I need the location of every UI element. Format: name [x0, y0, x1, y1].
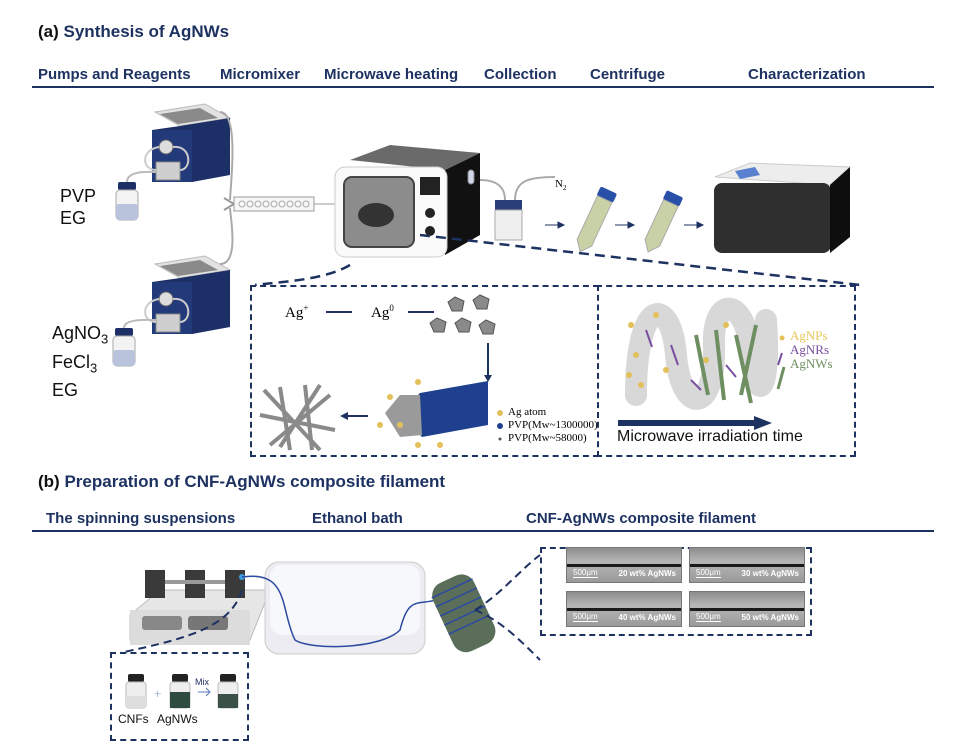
ag-atom-label: Ag0	[371, 303, 394, 321]
arrow-atom-to-seed	[408, 311, 434, 313]
micrograph-30wt: 500μm 30 wt% AgNWs	[689, 547, 805, 583]
suspension-bottles: +	[125, 674, 239, 709]
zoom-connectors	[254, 233, 861, 287]
mechanism-panel	[250, 285, 599, 457]
peristaltic-pump-top	[144, 103, 232, 182]
flow-arrows	[545, 221, 705, 229]
agnw-bottle	[169, 674, 191, 709]
reagent-agno3: AgNO	[52, 323, 102, 343]
filament-path	[241, 575, 451, 648]
ag-atom-dots	[377, 379, 443, 448]
section-b-title: (b) Preparation of CNF-AgNWs composite f…	[38, 472, 445, 492]
mix-label: Mix	[195, 677, 209, 687]
microwave-oven	[334, 145, 480, 258]
micrograph-20wt: 500μm 20 wt% AgNWs	[566, 547, 682, 583]
growth-spiral	[625, 297, 778, 410]
legend-pvp-low: PVP(Mw~58000)	[508, 432, 587, 444]
reagent-bottle-bottom	[112, 318, 157, 367]
micromixer	[223, 196, 340, 212]
mechanism-illustration	[259, 294, 503, 452]
growth-panel	[596, 285, 856, 457]
legend-pvp-high: PVP(Mw~1300000)	[508, 419, 598, 431]
reagents-bottom-label: AgNO3 FeCl3 EG	[52, 323, 109, 401]
legend-ag-atom: Ag atom	[508, 406, 547, 418]
micrograph-40wt: 500μm 40 wt% AgNWs	[566, 591, 682, 627]
reagent-pvp: PVP	[60, 186, 97, 206]
reagent-eg: EG	[60, 208, 87, 228]
section-a-heading: Synthesis of AgNWs	[63, 22, 230, 41]
ethanol-bath	[264, 561, 426, 655]
growth-legend: AgNPs AgNRs AgNWs	[790, 329, 833, 371]
section-a-tag: (a)	[38, 22, 59, 41]
growth-axis-label: Microwave irradiation time	[617, 428, 803, 445]
growth-agnws	[694, 324, 758, 404]
step-spinning-suspensions: The spinning suspensions	[46, 510, 236, 527]
collection-flask	[479, 176, 556, 241]
section-b-heading: Preparation of CNF-AgNWs composite filam…	[64, 472, 446, 491]
step-collection: Collection	[484, 66, 557, 83]
decahedral-seeds	[429, 294, 496, 335]
ag-ion-label: Ag+	[285, 303, 309, 321]
reagent-eg-2: EG	[52, 380, 79, 401]
section-a-rule	[32, 86, 934, 88]
agnw-network	[259, 383, 336, 452]
n2-label: N2	[555, 178, 567, 192]
legend-agnps: AgNPs	[790, 328, 828, 343]
growth-agnrs	[645, 329, 737, 391]
step-microwave-heating: Microwave heating	[324, 66, 459, 83]
step-pumps-and-reagents: Pumps and Reagents	[38, 66, 191, 83]
plus-icon: +	[154, 686, 161, 701]
reagent-fecl3: FeCl	[52, 351, 91, 372]
step-centrifuge: Centrifuge	[590, 66, 665, 83]
pump-assembly	[112, 103, 340, 367]
section-b-rule	[32, 530, 934, 532]
collection-roller	[431, 574, 496, 653]
step-micromixer: Micromixer	[220, 66, 301, 83]
micrograph-50wt: 500μm 50 wt% AgNWs	[689, 591, 805, 627]
legend-agnws: AgNWs	[790, 356, 833, 371]
label-agnws: AgNWs	[157, 712, 198, 726]
nanowire-growth	[385, 381, 488, 437]
section-b-tag: (b)	[38, 472, 60, 491]
mix-arrow-icon	[198, 687, 211, 697]
characterization-instrument	[714, 162, 852, 253]
suspension-panel	[110, 652, 249, 741]
growth-agnps	[626, 312, 729, 388]
legend-agnrs: AgNRs	[790, 342, 830, 357]
mixed-bottle	[217, 674, 239, 709]
step-composite-filament: CNF-AgNWs composite filament	[526, 510, 757, 527]
spinning-setup	[120, 554, 541, 661]
mechanism-legend: Ag atom PVP(Mw~1300000) PVP(Mw~58000)	[508, 406, 598, 445]
label-cnfs: CNFs	[118, 712, 149, 726]
step-ethanol-bath: Ethanol bath	[312, 510, 403, 527]
cnf-bottle	[125, 674, 147, 709]
growth-illustration	[618, 297, 786, 430]
centrifuge-tube-2	[644, 190, 683, 253]
reagents-top-label: PVP EG	[60, 185, 96, 229]
peristaltic-pump-bottom	[144, 255, 232, 334]
step-characterization: Characterization	[748, 66, 866, 83]
arrow-ion-to-atom	[326, 311, 352, 313]
process-chain: N2	[334, 145, 852, 258]
centrifuge-tube-1	[576, 186, 617, 253]
reagent-bottle-top	[115, 170, 157, 221]
section-a-title: (a) Synthesis of AgNWs	[38, 22, 229, 42]
syringe-pump	[129, 570, 271, 645]
